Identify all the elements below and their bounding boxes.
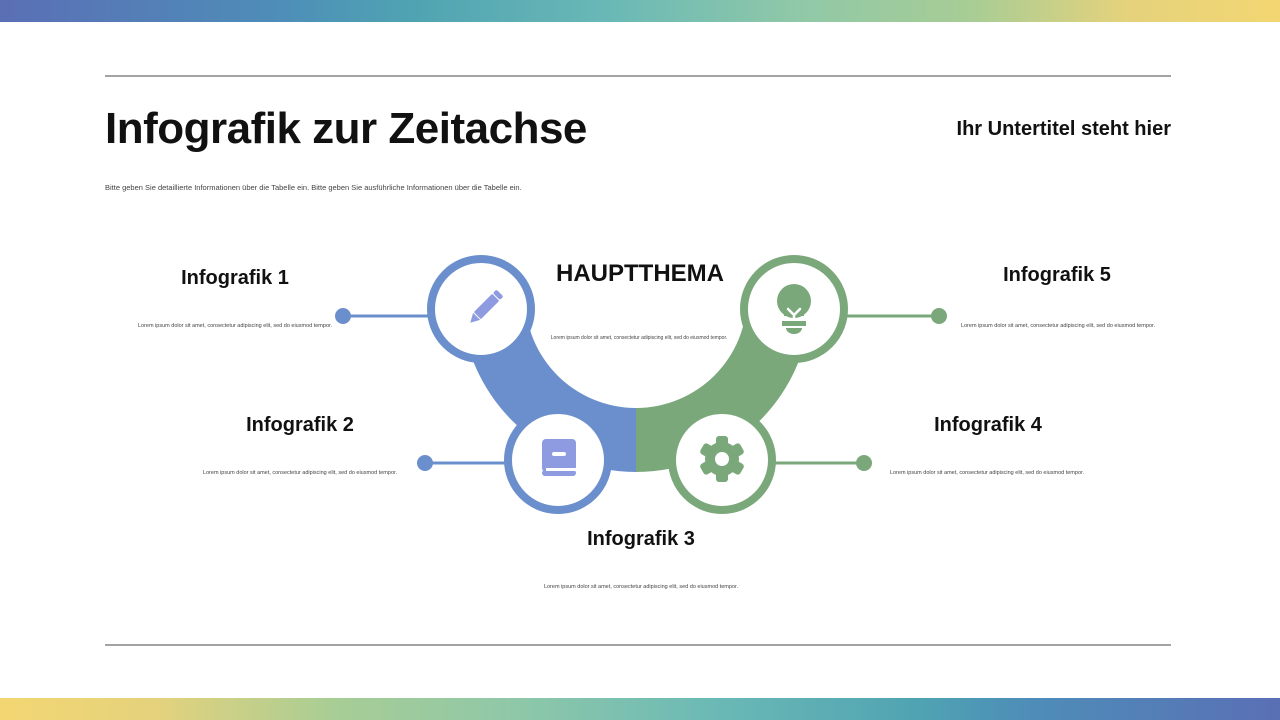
main-topic-text: Lorem ipsum dolor sit amet, consectetur … — [550, 335, 728, 341]
item-5-label: Infografik 5 — [1003, 264, 1111, 286]
item-4-text: Lorem ipsum dolor sit amet, consectetur … — [889, 470, 1085, 476]
bottom-divider — [105, 644, 1171, 646]
connector-1 — [335, 308, 432, 324]
top-gradient-bar — [0, 0, 1280, 22]
item-2-label: Infografik 2 — [246, 414, 354, 436]
item-3-label: Infografik 3 — [587, 528, 695, 550]
gear-icon — [700, 436, 744, 482]
connector-5 — [845, 308, 947, 324]
main-topic-title: HAUPTTHEMA — [556, 260, 724, 287]
top-divider — [105, 75, 1171, 77]
item-1-label: Infografik 1 — [181, 267, 289, 289]
item-4-label: Infografik 4 — [934, 414, 1042, 436]
connector-2 — [417, 455, 508, 471]
connector-4 — [772, 455, 872, 471]
page-description: Bitte geben Sie detaillierte Information… — [105, 183, 522, 192]
book-icon — [542, 439, 576, 476]
lightbulb-icon — [777, 284, 811, 334]
pencil-icon — [470, 290, 503, 323]
page-subtitle: Ihr Untertitel steht hier — [956, 118, 1171, 140]
bottom-gradient-bar — [0, 698, 1280, 720]
item-5-text: Lorem ipsum dolor sit amet, consectetur … — [960, 323, 1156, 329]
item-2-text: Lorem ipsum dolor sit amet, consectetur … — [202, 470, 398, 476]
page-title: Infografik zur Zeitachse — [105, 104, 587, 153]
item-1-text: Lorem ipsum dolor sit amet, consectetur … — [137, 323, 333, 329]
item-3-text: Lorem ipsum dolor sit amet, consectetur … — [543, 584, 739, 590]
